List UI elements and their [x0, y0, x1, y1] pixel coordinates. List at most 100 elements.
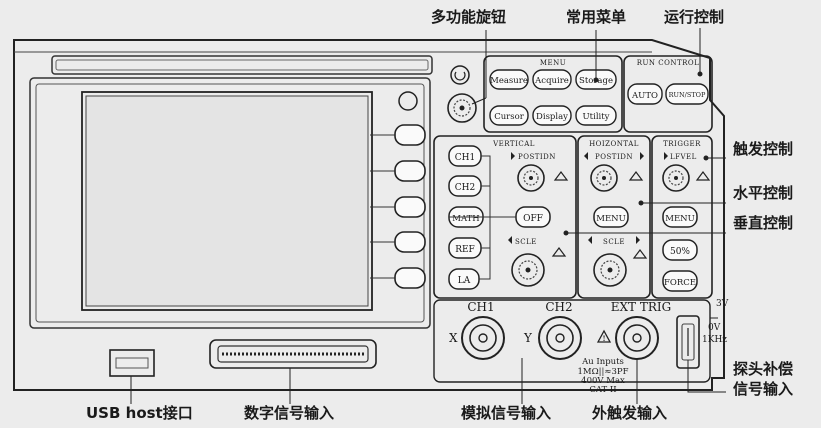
measure-button[interactable] — [489, 69, 529, 90]
ext-trig-bnc-pin — [632, 333, 642, 343]
trigger-level-arrow-icon — [664, 152, 668, 160]
run-control-title: RUN CONTROL — [637, 59, 700, 67]
menu-off-button[interactable] — [398, 91, 418, 111]
probe-comp-freq: 1KHz — [702, 335, 727, 345]
horizontal-scale-knob-center — [607, 267, 613, 273]
soft-key-4[interactable] — [394, 231, 426, 253]
soft-key-1[interactable] — [394, 124, 426, 146]
measure-button-label: Measure — [490, 76, 528, 86]
horizontal-position-knob[interactable] — [590, 164, 618, 192]
horizontal-position-push-icon — [628, 171, 644, 181]
callout-multi-knob: 多功能旋钮 — [431, 8, 506, 26]
horizontal-scale-right-arrow-icon — [636, 236, 640, 244]
run-stop-button[interactable] — [665, 83, 709, 105]
warning-exclamation-icon: ! — [602, 334, 605, 343]
horizontal-position-left-arrow-icon — [584, 152, 588, 160]
force-button[interactable] — [662, 270, 698, 292]
callout-trigger-control: 触发控制 — [733, 140, 793, 158]
probe-comp-3v: 3V — [716, 299, 729, 309]
run-control-panel — [623, 55, 713, 133]
trigger-level-label: LFVEL — [670, 153, 697, 161]
ch2-button-label: CH2 — [455, 183, 475, 193]
leader-probe-comp — [687, 360, 726, 393]
horizontal-position-knob-grip — [596, 170, 612, 186]
soft-key-3[interactable] — [394, 196, 426, 218]
leader-horizontal-dot — [638, 200, 644, 206]
top-slot-inner — [55, 59, 429, 71]
callout-probe-comp-line2: 信号输入 — [733, 380, 793, 398]
callout-usb-host: USB host接口 — [86, 404, 193, 422]
soft-key-5[interactable] — [394, 267, 426, 289]
callout-horizontal-control: 水平控制 — [733, 184, 793, 202]
power-button[interactable] — [450, 65, 470, 85]
callout-analog-input: 模拟信号输入 — [461, 404, 551, 422]
vertical-scale-push-icon — [551, 247, 567, 257]
digital-signal-connector-inner — [217, 345, 369, 363]
probe-comp-waveform-icon — [709, 308, 718, 319]
trigger-panel-title: TRIGGER — [663, 140, 701, 148]
horizontal-menu-button[interactable] — [593, 206, 629, 228]
spec-line-4: CAT II — [589, 385, 616, 395]
ch2-bnc-ring — [546, 324, 574, 352]
vertical-scale-knob[interactable] — [511, 253, 545, 287]
horizontal-scale-left-arrow-icon — [588, 236, 592, 244]
ext-trig-bnc-connector[interactable] — [615, 316, 659, 360]
ch1-bnc-ring — [469, 324, 497, 352]
vertical-position-knob-center — [529, 176, 533, 180]
ch1-bnc-connector[interactable] — [461, 316, 505, 360]
display-button[interactable] — [532, 105, 572, 126]
callout-common-menu: 常用菜单 — [566, 8, 626, 26]
spec-line-1: Au Inputs — [581, 357, 624, 367]
soft-key-2[interactable] — [394, 160, 426, 182]
callout-probe-comp-line1: 探头补偿 — [733, 360, 793, 378]
vertical-scale-label: SCLE — [515, 238, 537, 246]
leader-multi-knob-end — [471, 97, 487, 105]
multi-function-knob[interactable] — [447, 93, 477, 123]
vertical-routing-lines — [449, 155, 516, 218]
menu-panel — [483, 55, 623, 133]
vertical-position-arrow-icon — [511, 152, 515, 160]
horizontal-scale-knob[interactable] — [593, 253, 627, 287]
leader-run-control-dot — [697, 71, 703, 77]
horizontal-position-right-arrow-icon — [640, 152, 644, 160]
run-stop-button-label: RUN/STOP — [669, 91, 706, 99]
vertical-position-knob[interactable] — [517, 164, 545, 192]
multi-function-knob-grip — [453, 99, 471, 117]
screen-bezel — [29, 77, 431, 329]
trigger-panel — [651, 135, 713, 299]
vertical-position-label: POSTIDN — [518, 153, 556, 161]
cursor-button[interactable] — [489, 105, 529, 126]
callout-ext-trigger-input: 外触发输入 — [591, 404, 667, 422]
leader-vertical-dot — [563, 230, 569, 236]
trigger-level-knob[interactable] — [662, 164, 690, 192]
vertical-scale-knob-center — [525, 267, 531, 273]
utility-button[interactable] — [575, 105, 617, 126]
vertical-position-push-icon — [553, 171, 569, 181]
ref-button-label: REF — [455, 245, 475, 255]
utility-button-label: Utility — [583, 112, 610, 122]
digital-signal-connector[interactable] — [209, 339, 377, 369]
ext-trig-input-label: EXT TRIG — [611, 300, 672, 314]
trigger-menu-button[interactable] — [662, 206, 698, 228]
vertical-panel — [433, 135, 577, 299]
instrument-body-outline — [13, 39, 725, 391]
ch1-input-label: CH1 — [467, 300, 494, 314]
acquire-button-label: Acquire — [534, 76, 569, 86]
spec-line-3: 400V Max — [581, 376, 625, 386]
usb-host-port[interactable] — [109, 349, 155, 377]
trigger-level-knob-center — [674, 176, 678, 180]
acquire-button[interactable] — [532, 69, 572, 90]
horizontal-scale-knob-grip — [600, 260, 620, 280]
fifty-percent-button[interactable] — [662, 239, 698, 261]
leader-trigger-dot — [703, 155, 709, 161]
warning-triangle-icon — [596, 329, 612, 343]
auto-button[interactable] — [627, 83, 663, 105]
force-button-label: FORCE — [664, 278, 696, 288]
ch2-bnc-connector[interactable] — [538, 316, 582, 360]
y-axis-label: Y — [523, 331, 533, 345]
callout-digital-input: 数字信号输入 — [244, 404, 334, 422]
vertical-position-knob-grip — [523, 170, 539, 186]
vertical-scale-arrow-icon — [508, 236, 512, 244]
horizontal-position-knob-center — [602, 176, 606, 180]
